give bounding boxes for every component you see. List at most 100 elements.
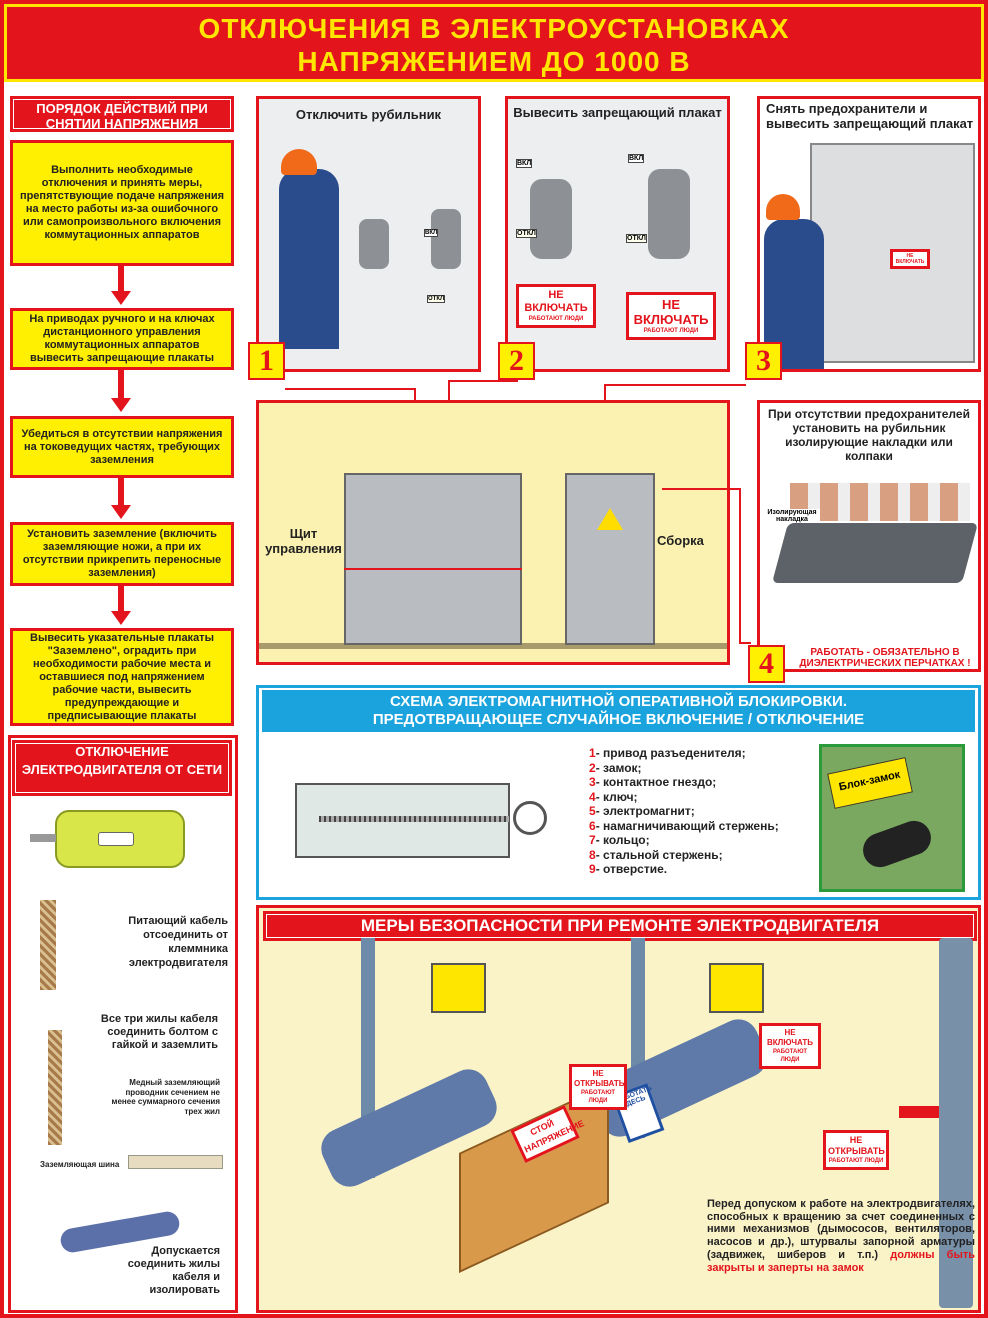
switchboard-panel: Щит управления Сборка: [256, 400, 730, 665]
steel-rod: [319, 816, 509, 822]
grounded-cable-illustration: [48, 1030, 62, 1145]
procedure-step-2: На приводах ручного и на ключах дистанци…: [10, 308, 234, 370]
conductor-text: Медный заземляющий проводник сечением не…: [111, 1078, 220, 1116]
legend-item: 3- контактное гнездо;: [589, 775, 717, 789]
step-2-panel: Вывесить запрещающий плакат ВКЛ ОТКЛ ВКЛ…: [505, 96, 730, 372]
title-line-1: ОТКЛЮЧЕНИЯ В ЭЛЕКТРОУСТАНОВКАХ: [198, 13, 790, 44]
procedure-step-4: Установить заземление (включить заземляю…: [10, 522, 234, 586]
sign-subtext: РАБОТАЮТ ЛЮДИ: [772, 1049, 808, 1063]
cable-illustration: [40, 900, 56, 990]
floor: [259, 643, 727, 649]
switch-illustration: [359, 219, 389, 269]
step-number-4: 4: [748, 645, 785, 683]
assembly-cabinet: [565, 473, 655, 645]
helmet-icon: [766, 194, 800, 220]
sign-do-not-open: НЕ ОТКРЫВАТЬ РАБОТАЮТ ЛЮДИ: [823, 1130, 889, 1170]
arrow-shaft: [118, 370, 124, 398]
off-label: ОТКЛ: [427, 295, 446, 303]
step-number-3: 3: [745, 342, 782, 380]
repair-header: МЕРЫ БЕЗОПАСНОСТИ ПРИ РЕМОНТЕ ЭЛЕКТРОДВИ…: [263, 911, 977, 941]
step-3-panel: Снять предохранители и вывесить запрещаю…: [757, 96, 981, 372]
on-label: ВКЛ: [628, 154, 645, 163]
motor-shaft: [30, 834, 56, 842]
legend-item: 2- замок;: [589, 760, 642, 775]
procedure-step-5: Вывесить указательные плакаты "Заземлено…: [10, 628, 234, 726]
sign-do-not-open: НЕ ОТКРЫВАТЬ РАБОТАЮТ ЛЮДИ: [569, 1064, 627, 1110]
arrow-shaft: [118, 478, 124, 506]
control-panel-label: Щит управления: [265, 526, 342, 556]
arrow-left-icon: [899, 1106, 939, 1118]
wiring-line: [344, 568, 522, 570]
off-label: ОТКЛ: [626, 234, 647, 243]
sign-do-not-switch-on: НЕ ВКЛЮЧАТЬ РАБОТАЮТ ЛЮДИ: [759, 1023, 821, 1069]
repair-text-main: Перед допуском к работе на электродвигат…: [707, 1198, 975, 1261]
electrical-box-icon: [431, 963, 486, 1013]
arrow-down-icon: [111, 291, 131, 305]
connector-line: [285, 388, 415, 390]
poster-title: ОТКЛЮЧЕНИЯ В ЭЛЕКТРОУСТАНОВКАХ НАПРЯЖЕНИ…: [4, 4, 984, 82]
sign-subtext: РАБОТАЮТ ЛЮДИ: [643, 328, 699, 334]
arrow-down-icon: [111, 611, 131, 625]
assembly-label: Сборка: [657, 533, 704, 548]
gloves-warning: РАБОТАТЬ - ОБЯЗАТЕЛЬНО В ДИЭЛЕКТРИЧЕСКИХ…: [799, 647, 971, 669]
connector-line: [662, 488, 740, 490]
sign-text: НЕ ВКЛЮЧАТЬ: [766, 1028, 814, 1047]
bolt-text: Все три жилы кабеля соединить болтом с г…: [100, 1013, 218, 1051]
sign-subtext: РАБОТАЮТ ЛЮДИ: [580, 1090, 616, 1104]
sign-subtext: РАБОТАЮТ ЛЮДИ: [528, 316, 584, 322]
helmet-icon: [281, 149, 317, 175]
legend-item: 4- ключ;: [589, 789, 638, 804]
blocking-scheme-section: СХЕМА ЭЛЕКТРОМАГНИТНОЙ ОПЕРАТИВНОЙ БЛОКИ…: [256, 685, 981, 900]
connector-line: [739, 642, 751, 644]
sign-do-not-switch-on: НЕ ВКЛЮЧАТЬ РАБОТАЮТ ЛЮДИ: [516, 284, 596, 328]
step-4-caption: При отсутствии предохранителей установит…: [768, 407, 970, 463]
ring-icon: [513, 801, 547, 835]
legend-item: 9- отверстие.: [589, 862, 668, 876]
switch-illustration: [431, 209, 461, 269]
lock-icon: [858, 816, 936, 872]
insulate-text: Допускается соединить жилы кабеля и изол…: [127, 1245, 220, 1296]
worker-illustration: [279, 169, 339, 349]
sign-text: НЕ ВКЛЮЧАТЬ: [524, 289, 588, 314]
step-number-1: 1: [248, 342, 285, 380]
repair-text: Перед допуском к работе на электродвигат…: [707, 1198, 975, 1274]
sign-subtext: РАБОТАЮТ ЛЮДИ: [828, 1158, 884, 1164]
switch-blades-illustration: [790, 483, 970, 521]
block-lock-photo: Блок-замок: [819, 744, 965, 892]
step-1-panel: Отключить рубильник ВКЛ ОТКЛ: [256, 96, 481, 372]
step-number-2: 2: [498, 342, 535, 380]
insulating-pad-illustration: [771, 523, 979, 583]
sign-text: НЕ ОТКРЫВАТЬ: [828, 1135, 885, 1156]
sign-text: НЕ ВКЛЮЧАТЬ: [633, 297, 709, 327]
electrical-box-icon: [709, 963, 764, 1013]
motor-section: [8, 735, 238, 1313]
motor-header: ОТКЛЮЧЕНИЕ ЭЛЕКТРОДВИГАТЕЛЯ ОТ СЕТИ: [12, 740, 232, 796]
arrow-shaft: [118, 266, 124, 292]
legend-item: 8- стальной стержень;: [589, 847, 723, 862]
on-label: ВКЛ: [424, 229, 439, 237]
block-lock-label: Блок-замок: [827, 757, 913, 809]
legend-item: 6- намагничивающий стержень;: [589, 818, 779, 833]
repair-section: МЕРЫ БЕЗОПАСНОСТИ ПРИ РЕМОНТЕ ЭЛЕКТРОДВИ…: [256, 905, 981, 1313]
title-line-2: НАПРЯЖЕНИЕМ ДО 1000 В: [297, 46, 691, 77]
scheme-header-line-1: СХЕМА ЭЛЕКТРОМАГНИТНОЙ ОПЕРАТИВНОЙ БЛОКИ…: [389, 693, 848, 710]
legend-item: 1- привод разъеденителя;: [589, 746, 746, 760]
procedure-header: ПОРЯДОК ДЕЙСТВИЙ ПРИ СНЯТИИ НАПРЯЖЕНИЯ: [10, 96, 234, 132]
scheme-header-line-2: ПРЕДОТВРАЩАЮЩЕЕ СЛУЧАЙНОЕ ВКЛЮЧЕНИЕ / ОТ…: [372, 711, 865, 728]
connector-line: [739, 488, 741, 643]
arrow-shaft: [118, 586, 124, 612]
step-3-caption: Снять предохранители и вывесить запрещаю…: [766, 101, 974, 131]
pipe: [939, 938, 973, 1308]
ground-bus: [128, 1155, 223, 1169]
repair-text-warning: должны быть закрыты и заперты на замок: [707, 1248, 975, 1274]
arrow-down-icon: [111, 398, 131, 412]
scheme-header: СХЕМА ЭЛЕКТРОМАГНИТНОЙ ОПЕРАТИВНОЙ БЛОКИ…: [262, 690, 975, 732]
switch-illustration: [648, 169, 690, 259]
sign-text: НЕ ОТКРЫВАТЬ: [574, 1069, 625, 1088]
step-4-panel: При отсутствии предохранителей установит…: [757, 400, 981, 672]
sign-text: НЕ ВКЛЮЧАТЬ: [895, 253, 925, 265]
bus-label: Заземляющая шина: [40, 1160, 120, 1169]
control-panel-cabinet: [344, 473, 522, 645]
